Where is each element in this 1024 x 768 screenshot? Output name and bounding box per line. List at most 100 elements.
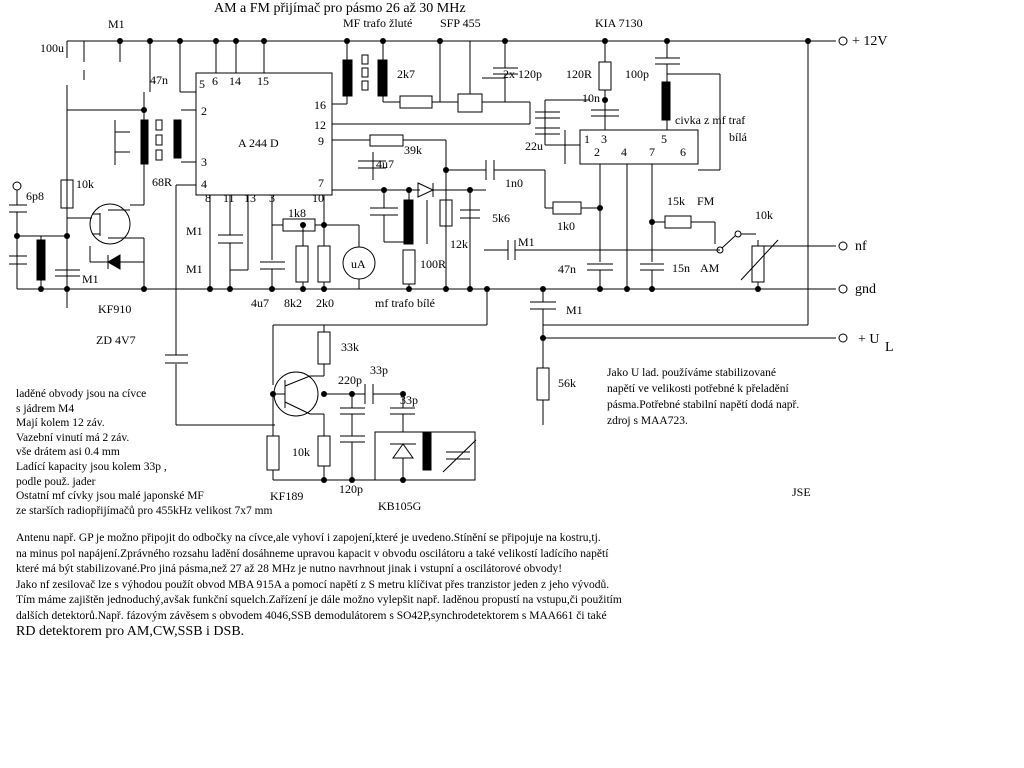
terminal-12v: + 12V [852, 34, 888, 49]
label-22u: 22u [525, 139, 543, 153]
label-15n: 15n [672, 261, 690, 275]
notes-left: laděné obvody jsou na cívce s jádrem M4 … [16, 387, 272, 518]
ic-label: A 244 D [238, 136, 279, 150]
label-15k: 15k [667, 194, 685, 208]
pin-label: 7 [649, 145, 655, 159]
pin-label: 7 [318, 176, 324, 190]
pin-label: 6 [212, 74, 218, 88]
pin-label: 16 [314, 98, 326, 112]
label-68r: 68R [152, 175, 172, 189]
terminal-ul-sub: L [885, 340, 894, 355]
label-33k: 33k [341, 340, 359, 354]
label-kf189: KF189 [270, 489, 303, 503]
label-100r: 100R [420, 257, 446, 271]
terminal-gnd: gnd [855, 282, 876, 297]
label-civka: civka z mf traf [675, 113, 745, 127]
label-kf910: KF910 [98, 302, 131, 316]
label-4u7-bot: 4u7 [251, 296, 269, 310]
label-2x120p: 2x 120p [503, 67, 542, 81]
note-line: Jako nf zesilovač lze s výhodou použít o… [16, 578, 610, 591]
pin-label: 3 [201, 155, 207, 169]
label-100u: 100u [40, 41, 64, 55]
notes-bottom: Antenu např. GP je možno připojit do odb… [16, 531, 622, 643]
note-line: pásma.Potřebné stabilní napětí dodá např… [607, 399, 800, 411]
label-m1-b: M1 [186, 224, 203, 238]
pin-label: 9 [318, 134, 324, 148]
pin-label: 3 [269, 191, 275, 205]
label-kb105g: KB105G [378, 499, 422, 513]
pin-label: 12 [314, 118, 326, 132]
note-line: na minus pol napájení.Zprávného rozsahu … [16, 547, 609, 560]
label-2k0: 2k0 [316, 296, 334, 310]
pin-label: 1 [584, 132, 590, 146]
label-sfp455: SFP 455 [440, 16, 481, 30]
note-line: Mají kolem 12 záv. [16, 417, 105, 430]
pin-label: 6 [680, 145, 686, 159]
label-120r: 120R [566, 67, 592, 81]
label-mf-trafo-zlute: MF trafo žluté [343, 16, 412, 30]
pin-label: 8 [205, 191, 211, 205]
note-line: s jádrem M4 [16, 402, 75, 415]
label-220p: 220p [338, 373, 362, 387]
note-line: podle použ. jader [16, 475, 96, 488]
note-line: které má být stabilizované.Pro jiná pásm… [16, 563, 563, 576]
pin-label: 13 [244, 191, 256, 205]
label-m1-a: M1 [82, 272, 99, 286]
pin-label: 10 [312, 191, 324, 205]
note-line: Ostatní mf cívky jsou malé japonské MF [16, 490, 204, 503]
label-m1-right: M1 [566, 303, 583, 317]
pin-label: 14 [229, 74, 241, 88]
pin-label: 11 [223, 191, 235, 205]
label-120p: 120p [339, 482, 363, 496]
label-ua: uA [351, 257, 366, 271]
ic-kia7130 [579, 129, 699, 165]
label-zd: ZD 4V7 [96, 333, 136, 347]
label-kia7130: KIA 7130 [595, 16, 643, 30]
label-10k-pot: 10k [755, 208, 773, 222]
label-m1-c: M1 [186, 262, 203, 276]
pin-label: 5 [661, 132, 667, 146]
label-1k0: 1k0 [557, 219, 575, 233]
label-10n: 10n [582, 91, 600, 105]
label-56k: 56k [558, 376, 576, 390]
label-47n-bot: 47n [558, 262, 576, 276]
label-33p-a: 33p [370, 363, 388, 377]
label-4u7-mid: 4u7 [376, 157, 394, 171]
pin-label: 4 [621, 145, 627, 159]
note-line: Ladící kapacity jsou kolem 33p , [16, 460, 167, 473]
note-line: Jako U lad. používáme stabilizované [607, 367, 776, 379]
terminal-ul: + U [858, 332, 880, 347]
pin-label: 15 [257, 74, 269, 88]
signature: JSE [792, 485, 811, 499]
label-10k-bot: 10k [292, 445, 310, 459]
label-m1-mid: M1 [518, 235, 535, 249]
note-line: Vazební vinutí má 2 záv. [16, 431, 130, 444]
note-line: RD detektorem pro AM,CW,SSB i DSB. [16, 623, 245, 639]
label-5k6: 5k6 [492, 211, 510, 225]
sfp455-filter [457, 93, 483, 113]
note-line: Tím máme zajištěn jednoduchý,avšak funkč… [16, 594, 622, 607]
note-line: ze starších radiopřijímačů pro 455kHz ve… [16, 504, 273, 517]
label-m1-top: M1 [108, 17, 125, 31]
label-12k: 12k [450, 237, 468, 251]
pin-label: 2 [594, 145, 600, 159]
label-2k7: 2k7 [397, 67, 415, 81]
label-mf-trafo-bile: mf trafo bílé [375, 296, 435, 310]
label-33p-b: 33p [400, 393, 418, 407]
note-line: Antenu např. GP je možno připojit do odb… [16, 532, 601, 544]
notes-right: Jako U lad. používáme stabilizované napě… [607, 365, 799, 429]
title: AM a FM přijímač pro pásmo 26 až 30 MHz [214, 1, 466, 16]
label-39k: 39k [404, 143, 422, 157]
label-6p8: 6p8 [26, 189, 44, 203]
note-line: dalších detektorů.Např. fázovým závěsem … [16, 609, 607, 622]
pin-label: 3 [601, 132, 607, 146]
note-line: zdroj s MAA723. [607, 415, 688, 427]
label-bila: bílá [729, 130, 748, 144]
pin-label: 5 [199, 77, 205, 91]
note-line: laděné obvody jsou na cívce [16, 388, 147, 400]
label-47n-top: 47n [150, 73, 168, 87]
note-line: vše drátem asi 0.4 mm [16, 446, 120, 459]
label-10k-left: 10k [76, 177, 94, 191]
label-fm: FM [697, 194, 715, 208]
